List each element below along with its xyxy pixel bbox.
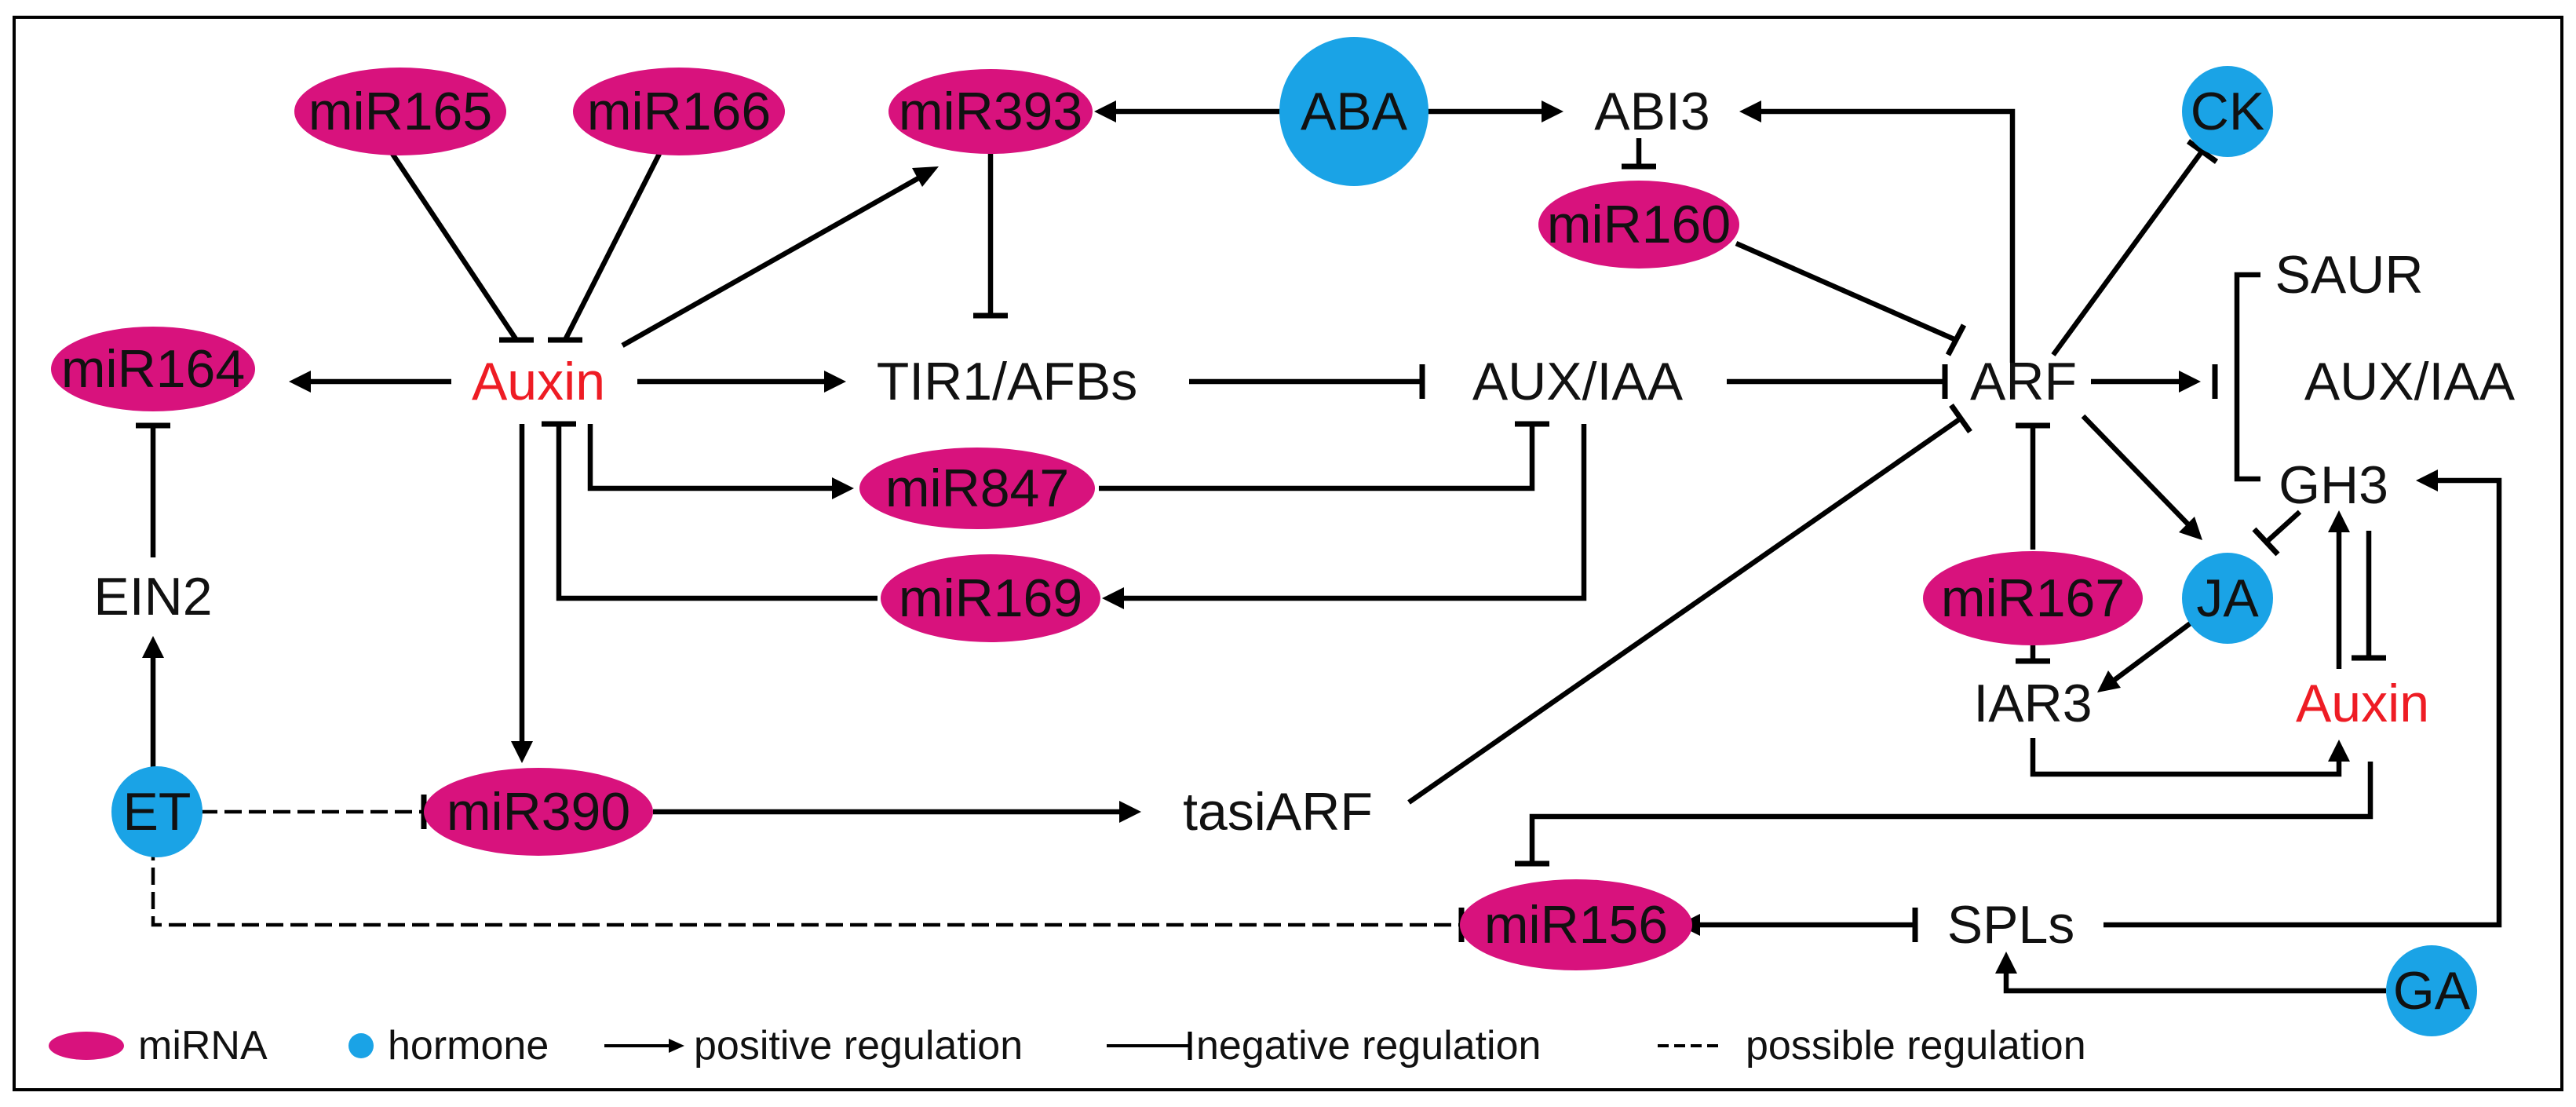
mir166-node (573, 68, 785, 155)
edge-spls-activates-gh3 (2103, 477, 2502, 928)
edges (136, 100, 2502, 994)
edge-auxin-inhibits-mir156 (1529, 762, 2373, 864)
arrow-spls-gh3 (2416, 469, 2438, 491)
edge-ga-activates-spls (2003, 972, 2386, 994)
mir847-label: miR847 (885, 459, 1069, 518)
mir166-label: miR166 (587, 82, 771, 141)
tir1-afbs-label: TIR1/AFBs (877, 352, 1138, 411)
edge-mir166-inhibits-auxin (563, 152, 662, 342)
arrow-aba-abi3 (1542, 100, 1563, 122)
aba-node (1279, 37, 1428, 186)
legend-mirna-swatch (49, 1032, 124, 1060)
et-node (111, 766, 203, 857)
edge-ja-activates-iar3 (2113, 618, 2196, 682)
mir160-node (1538, 181, 1739, 269)
arrow-arf-ja (2179, 517, 2202, 540)
arrow-auxin-mir393 (912, 166, 939, 187)
nodes: miR165 miR166 miR393 miR160 miR164 miR84… (51, 37, 2516, 1036)
edge-mir169-inhibits-auxin (556, 424, 878, 601)
legend-hormone-swatch (348, 1033, 374, 1058)
mir165-node (294, 68, 506, 155)
aba-label: ABA (1301, 82, 1408, 141)
edge-tasiarf-inhibits-arf (1407, 416, 1962, 805)
ga-node (2386, 945, 2477, 1036)
mir393-node (888, 69, 1093, 154)
mir390-node (424, 768, 653, 856)
arrow-et-ein2 (142, 636, 164, 658)
legend-mirna-label: miRNA (138, 1023, 268, 1069)
edge-mir160-inhibits-arf (1735, 241, 1958, 342)
edge-arf-activates-ja (2081, 414, 2191, 527)
tbar-mir160-arf (1945, 323, 1967, 356)
edge-arf-activates-abi3 (1760, 108, 2016, 363)
edge-mir847-inhibits-auxiaa (1099, 424, 1535, 491)
et-label: ET (123, 782, 192, 842)
mir847-node (859, 448, 1095, 529)
mir390-label: miR390 (447, 782, 630, 842)
ein2-label: EIN2 (93, 567, 212, 627)
spls-label: SPLs (1947, 895, 2075, 955)
arrow-auxin-mir390 (511, 741, 533, 763)
arrow-ga-spls (1995, 952, 2017, 974)
mir165-label: miR165 (308, 82, 492, 141)
arrow-auxin-gh3 (2328, 510, 2350, 532)
arrow-arf-targets (2179, 371, 2201, 393)
edge-auxin-activates-mir393 (621, 176, 920, 348)
legend: miRNA hormone positive regulation negati… (49, 1023, 2086, 1069)
arrow-iar3-auxin (2328, 740, 2350, 762)
edge-iar3-activates-auxin (2030, 738, 2342, 777)
legend-positive-arrow (669, 1039, 684, 1053)
arrow-aba-mir393 (1094, 100, 1116, 122)
ck-node (2182, 66, 2273, 157)
mir393-label: miR393 (899, 82, 1082, 141)
tbar-gh3-ja (2252, 527, 2280, 557)
tasiarf-label: tasiARF (1183, 782, 1373, 842)
arrow-auxin-mir164 (289, 371, 311, 393)
diagram-frame (13, 16, 2563, 1091)
arrow-mir390-tasiarf (1119, 801, 1141, 823)
edge-auxiaa-activates-mir169 (1124, 424, 1587, 601)
saur-label: SAUR (2275, 245, 2424, 305)
tbar-tasiarf-arf (1949, 403, 1972, 434)
edge-gh3-inhibits-ja (2264, 510, 2302, 544)
edge-arf-inhibits-ck (2051, 149, 2205, 356)
ja-node (2182, 553, 2273, 644)
arrow-arf-abi3 (1739, 100, 1761, 122)
edge-et-possibly-inhibits-mir156 (151, 843, 1461, 927)
mir164-node (51, 327, 255, 411)
edge-auxin-activates-mir847 (587, 424, 834, 491)
mir167-node (1923, 551, 2143, 645)
mir156-label: miR156 (1484, 895, 1668, 955)
legend-hormone-label: hormone (388, 1023, 549, 1069)
ja-label: JA (2196, 568, 2259, 628)
arf-label: ARF (1970, 352, 2077, 411)
arrow-ja-iar3 (2097, 670, 2121, 692)
arrow-auxin-mir847 (832, 477, 854, 499)
auxin-right-label: Auxin (2296, 674, 2429, 733)
gh3-label: GH3 (2279, 455, 2388, 515)
arrow-auxin-tir1 (824, 371, 846, 393)
ga-label: GA (2393, 961, 2471, 1021)
edge-mir165-inhibits-auxin (390, 152, 519, 342)
mir160-label: miR160 (1547, 195, 1731, 254)
mir169-node (881, 554, 1100, 642)
mir167-label: miR167 (1941, 568, 2125, 628)
aux-iaa-right-label: AUX/IAA (2304, 352, 2516, 411)
iar3-label: IAR3 (1973, 674, 2092, 733)
target-bracket (2234, 272, 2260, 482)
arrow-auxiaa-mir169 (1102, 587, 1124, 609)
abi3-label: ABI3 (1594, 82, 1709, 141)
legend-negative-label: negative regulation (1196, 1023, 1541, 1069)
mir169-label: miR169 (899, 568, 1082, 628)
legend-possible-label: possible regulation (1746, 1023, 2086, 1069)
tbar-arf-ck (2186, 139, 2219, 164)
auxin-main-label: Auxin (472, 352, 605, 411)
mir164-label: miR164 (61, 339, 245, 399)
mir156-node (1460, 879, 1692, 970)
aux-iaa-mid-label: AUX/IAA (1472, 352, 1684, 411)
legend-positive-label: positive regulation (694, 1023, 1023, 1069)
ck-label: CK (2191, 82, 2264, 141)
